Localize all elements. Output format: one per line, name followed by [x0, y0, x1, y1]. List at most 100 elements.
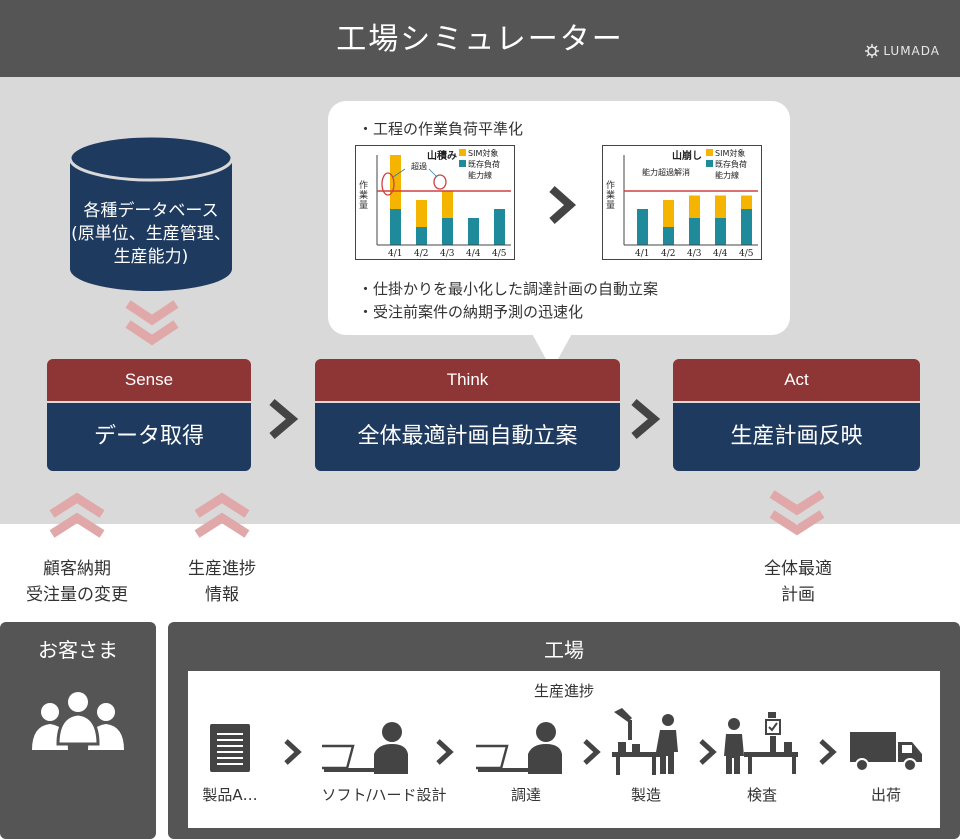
document-icon	[208, 722, 252, 774]
progress-label: 生産進捗	[188, 680, 940, 701]
bar-sim	[390, 155, 401, 209]
bar-existing	[715, 218, 726, 245]
label-line: 受注量の変更	[0, 582, 154, 608]
x-tick-label: 4/3	[687, 249, 702, 259]
legend-label: 能力線	[468, 170, 492, 180]
bar-sim	[663, 200, 674, 227]
factory-title: 工場	[168, 634, 960, 663]
callout-item: ・受注前案件の納期予測の迅速化	[358, 301, 583, 322]
factory-worker-robot-icon	[610, 706, 682, 776]
legend-label: 既存負荷	[715, 159, 747, 169]
label-line: 計画	[736, 582, 860, 608]
stage-think: Think 全体最適計画自動立案	[315, 359, 620, 471]
page-title: 工場シミュレーター	[0, 14, 960, 58]
chevron-down-icon	[768, 490, 826, 538]
stage-body: 全体最適計画自動立案	[315, 401, 620, 471]
bar-existing	[416, 227, 427, 245]
bar-sim	[416, 200, 427, 227]
bar-existing	[442, 218, 453, 245]
laptop-user-icon	[322, 720, 410, 776]
x-tick-label: 4/1	[388, 249, 402, 259]
chevron-right-icon	[266, 398, 302, 440]
legend-label: SIM対象	[715, 148, 745, 158]
legend-swatch-sim	[459, 149, 466, 156]
legend-swatch-existing	[706, 160, 713, 167]
laptop-user-icon	[476, 720, 564, 776]
callout-item: ・工程の作業負荷平準化	[358, 118, 523, 139]
process-label: 製造	[608, 784, 684, 805]
gear-icon	[865, 44, 879, 58]
process-label: 製品A…	[198, 784, 262, 805]
stage-act: Act 生産計画反映	[673, 359, 920, 471]
chevron-right-icon	[582, 738, 602, 766]
stage-head: Sense	[47, 359, 251, 401]
database-label-line: (原単位、生産管理、	[60, 223, 242, 246]
bar-existing	[689, 218, 700, 245]
legend-label: 既存負荷	[468, 159, 500, 169]
bar-existing	[663, 227, 674, 245]
x-tick-label: 4/2	[414, 249, 428, 259]
legend-label: 能力線	[715, 170, 739, 180]
progress-input-label: 生産進捗 情報	[160, 556, 284, 608]
process-label: ソフト/ハード設計	[302, 784, 466, 805]
chevron-right-icon	[818, 738, 838, 766]
process-label: 検査	[724, 784, 800, 805]
bar-sim	[442, 191, 453, 218]
stage-sense: Sense データ取得	[47, 359, 251, 471]
legend-swatch-existing	[459, 160, 466, 167]
bar-sim	[689, 196, 700, 219]
customer-input-label: 顧客納期 受注量の変更	[0, 556, 154, 608]
chart-title: 山崩し	[672, 149, 702, 162]
label-line: 顧客納期	[0, 556, 154, 582]
plan-output-label: 全体最適 計画	[736, 556, 860, 608]
y-axis-label: 作業量	[606, 179, 615, 211]
chevron-down-icon	[124, 300, 180, 348]
bar-existing	[494, 209, 505, 245]
legend-label: SIM対象	[468, 148, 498, 158]
stage-body: データ取得	[47, 401, 251, 471]
bar-existing	[741, 209, 752, 245]
y-axis-label: 作業量	[359, 179, 368, 211]
stage-head: Think	[315, 359, 620, 401]
x-tick-label: 4/4	[713, 249, 728, 259]
logo-text: LUMADA	[883, 44, 940, 58]
lumada-logo: LUMADA	[865, 44, 940, 58]
bar-sim	[741, 196, 752, 210]
database-label: 各種データベース (原単位、生産管理、 生産能力)	[60, 200, 242, 269]
chevron-up-icon	[48, 490, 106, 538]
people-icon	[24, 688, 132, 758]
bar-existing	[637, 209, 648, 245]
x-tick-label: 4/3	[440, 249, 455, 259]
label-line: 全体最適	[736, 556, 860, 582]
process-label: 出荷	[848, 784, 924, 805]
chevron-right-icon	[628, 398, 664, 440]
stage-head: Act	[673, 359, 920, 401]
chevron-right-icon	[283, 738, 303, 766]
customer-title: お客さま	[0, 634, 156, 663]
chevron-right-icon	[546, 185, 578, 225]
callout-item: ・仕掛かりを最小化した調達計画の自動立案	[358, 278, 658, 299]
chart-title: 山積み	[427, 149, 457, 162]
chart-annotation: 能力超過解消	[642, 167, 690, 177]
chevron-up-icon	[193, 490, 251, 538]
database-label-line: 各種データベース	[60, 200, 242, 223]
x-tick-label: 4/5	[492, 249, 507, 259]
bar-existing	[468, 218, 479, 245]
x-tick-label: 4/5	[739, 249, 754, 259]
inspection-icon	[722, 708, 802, 776]
process-label: 調達	[488, 784, 564, 805]
bar-sim	[715, 196, 726, 219]
legend-swatch-sim	[706, 149, 713, 156]
truck-icon	[848, 728, 924, 772]
chevron-right-icon	[698, 738, 718, 766]
bar-existing	[390, 209, 401, 245]
x-tick-label: 4/4	[466, 249, 481, 259]
label-line: 情報	[160, 582, 284, 608]
x-tick-label: 4/2	[661, 249, 675, 259]
chevron-right-icon	[435, 738, 455, 766]
stage-body: 生産計画反映	[673, 401, 920, 471]
label-line: 生産進捗	[160, 556, 284, 582]
database-label-line: 生産能力)	[60, 246, 242, 269]
